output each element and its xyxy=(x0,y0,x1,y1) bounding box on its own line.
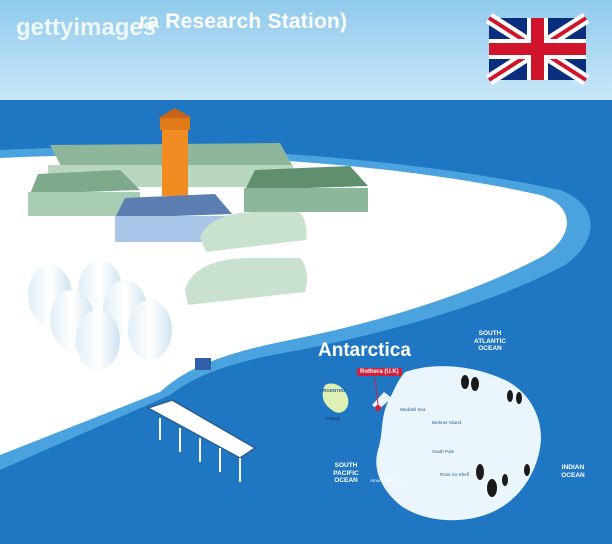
berkner-island-label: Berkner Island xyxy=(432,420,462,425)
page-title: ra Research Station) xyxy=(139,10,348,33)
indian-ocean-label: INDIAN OCEAN xyxy=(561,464,585,479)
watermark: gettyimages xyxy=(16,14,157,41)
rothera-marker xyxy=(375,405,381,411)
south-pole-label: South Pole xyxy=(432,449,455,454)
buildings xyxy=(28,108,368,305)
antarctica-map xyxy=(322,366,541,521)
south-america-tip xyxy=(322,383,349,413)
south-pacific-label: SOUTH PACIFIC OCEAN xyxy=(333,462,359,484)
rothera-label: Rothera (U.K) xyxy=(357,368,402,376)
fuel-tanks xyxy=(28,260,172,370)
wharf xyxy=(146,358,257,482)
argentina-label: ARGENTINA xyxy=(320,388,347,393)
weddell-sea-label: Weddell Sea xyxy=(400,407,426,412)
ross-ice-shelf-label: Ross Ice Shelf xyxy=(440,472,470,477)
map-heading: Antarctica xyxy=(318,340,411,361)
penguin-icons xyxy=(461,375,530,497)
control-tower xyxy=(162,128,188,196)
chile-label: CHILE xyxy=(326,416,340,421)
amundsen-sea-label: Amundsen Sea xyxy=(370,478,401,483)
uk-flag xyxy=(485,12,590,86)
container-box xyxy=(195,358,211,370)
south-atlantic-label: SOUTH ATLANTIC OCEAN xyxy=(473,330,506,352)
antarctica-continent xyxy=(376,366,541,521)
